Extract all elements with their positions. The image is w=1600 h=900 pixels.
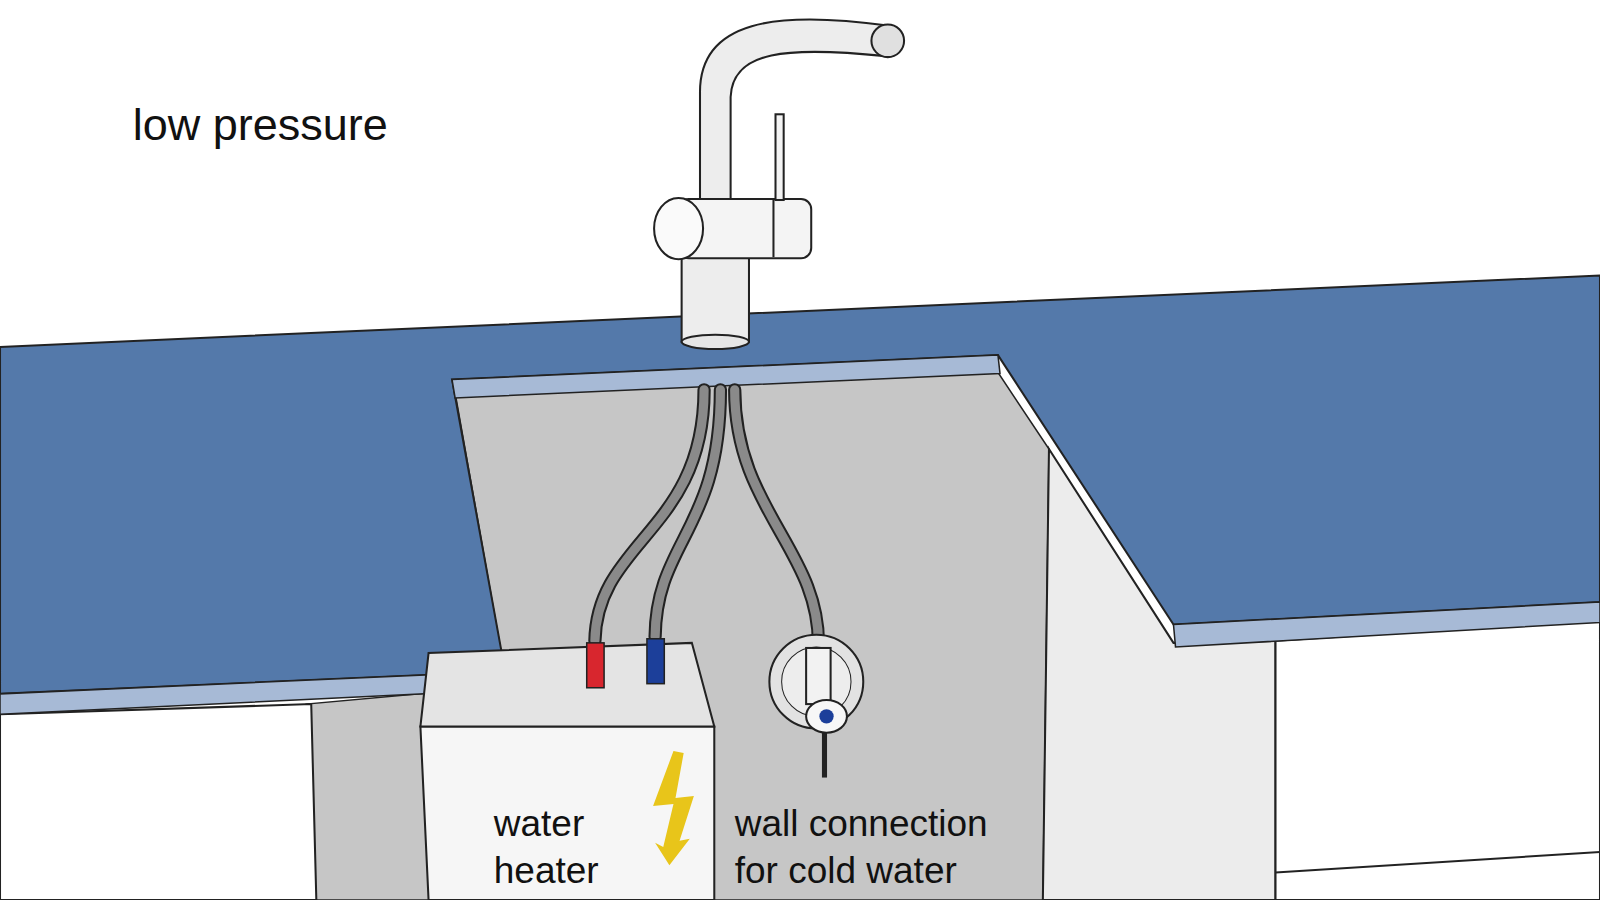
heater-box: water heater — [490, 800, 651, 894]
node-text: water heater — [494, 800, 647, 894]
right-cabinet-front — [1276, 620, 1600, 900]
hoses — [595, 390, 819, 648]
heater-top — [420, 643, 714, 727]
hot-connector — [587, 643, 604, 688]
title: low pressure — [133, 98, 388, 152]
countertop — [0, 276, 1600, 694]
drawer-line — [1276, 852, 1600, 872]
label: wall connection for cold water — [735, 800, 1041, 894]
lightning-symbol — [653, 751, 694, 865]
counter-edge — [1173, 602, 1600, 647]
wall-valve — [769, 635, 863, 778]
cold-connector — [647, 639, 664, 684]
faucet — [654, 19, 904, 349]
heater-front — [420, 727, 714, 900]
left-cabinet — [0, 704, 316, 900]
